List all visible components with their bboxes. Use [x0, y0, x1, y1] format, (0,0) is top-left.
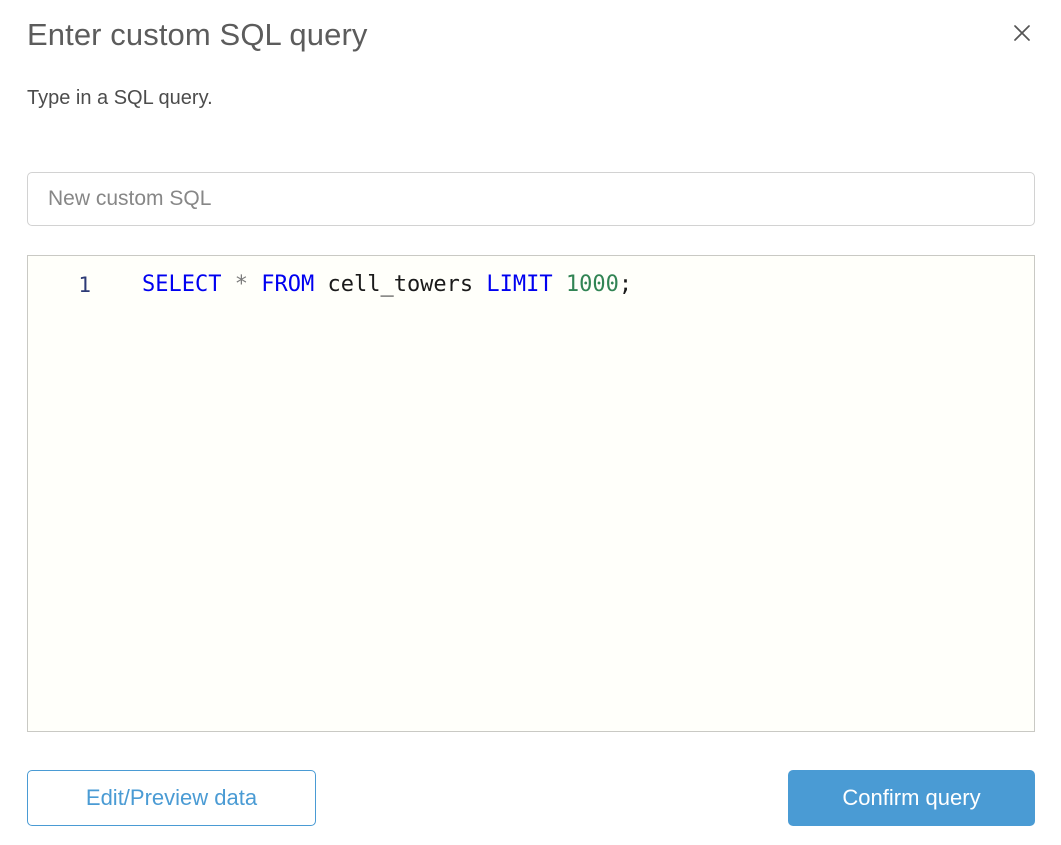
dialog-subtitle: Type in a SQL query.: [27, 87, 213, 109]
sql-token-keyword: LIMIT: [486, 272, 553, 297]
sql-token-operator: *: [234, 272, 248, 297]
sql-token-number: 1000: [565, 272, 619, 297]
dialog-title: Enter custom SQL query: [27, 17, 368, 52]
sql-token-space: [221, 272, 234, 297]
close-icon: [1012, 23, 1032, 43]
sql-token-space: [248, 272, 261, 297]
sql-code-text[interactable]: SELECT * FROM cell_towers LIMIT 1000;: [91, 267, 632, 303]
sql-token-keyword: SELECT: [142, 272, 222, 297]
sql-token-space: [553, 272, 566, 297]
confirm-query-button[interactable]: Confirm query: [788, 770, 1035, 826]
sql-token-space: [473, 272, 486, 297]
sql-token-punct: ;: [618, 272, 633, 297]
close-button[interactable]: [1005, 16, 1039, 50]
sql-token-space: [314, 272, 327, 297]
sql-name-input[interactable]: [27, 172, 1035, 226]
sql-token-ident: cell_towers: [327, 272, 474, 297]
line-number: 1: [78, 273, 91, 297]
sql-token-keyword: FROM: [261, 272, 315, 297]
editor-line: 1 SELECT * FROM cell_towers LIMIT 1000;: [28, 267, 632, 303]
sql-editor[interactable]: 1 SELECT * FROM cell_towers LIMIT 1000;: [27, 255, 1035, 732]
edit-preview-data-button[interactable]: Edit/Preview data: [27, 770, 316, 826]
